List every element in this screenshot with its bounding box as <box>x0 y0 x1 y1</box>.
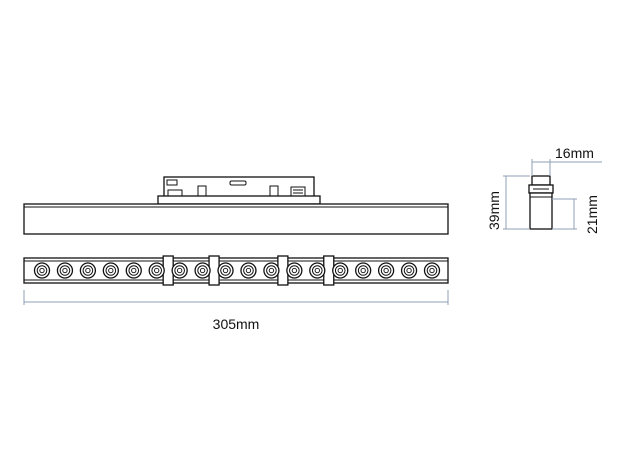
body-height-dimension: 21mm <box>552 195 600 234</box>
led-lens <box>102 262 119 279</box>
end-profile <box>529 192 553 230</box>
width-label: 16mm <box>555 145 594 161</box>
body-height-label: 21mm <box>584 195 600 234</box>
track-adapter <box>157 176 321 205</box>
led-lens <box>148 262 165 279</box>
end-view <box>528 175 554 230</box>
led-row <box>33 262 441 279</box>
led-lens <box>217 262 234 279</box>
front-view <box>23 255 449 286</box>
led-lens <box>171 262 188 279</box>
led-lens <box>355 262 372 279</box>
led-lens <box>194 262 211 279</box>
led-lens <box>400 262 418 279</box>
led-lens <box>377 262 395 279</box>
led-lens <box>33 262 51 279</box>
width-dimension: 16mm <box>531 145 602 176</box>
length-dimension: 305mm <box>23 290 449 332</box>
led-lens <box>263 262 280 279</box>
led-lens <box>286 262 303 279</box>
led-lens <box>240 262 257 279</box>
led-lens <box>56 262 74 279</box>
length-label: 305mm <box>213 316 260 332</box>
led-lens <box>125 262 142 279</box>
fixture-body-side <box>23 203 449 235</box>
led-lens <box>309 262 326 279</box>
led-lens <box>423 262 441 279</box>
led-lens <box>332 262 349 279</box>
led-lens <box>79 262 97 279</box>
height-label: 39mm <box>486 191 502 230</box>
side-view <box>23 176 449 235</box>
height-dimension: 39mm <box>486 175 530 230</box>
